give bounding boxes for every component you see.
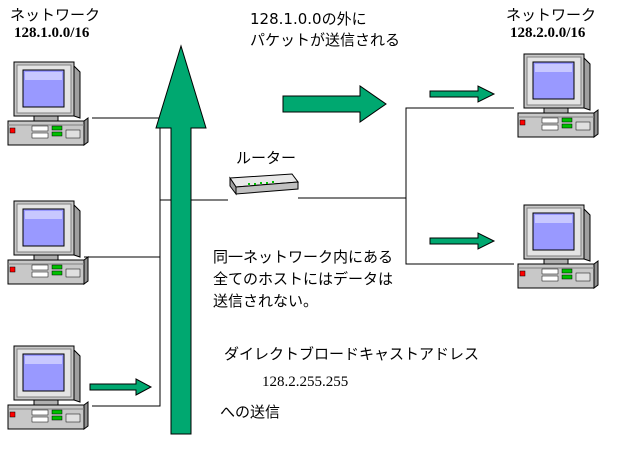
computer-icon-left-3 [7,345,89,430]
arrow-to-right-pc-1 [429,85,496,103]
broadcast-line3: への送信 [220,403,281,421]
middle-note-line3: 送信されない。 [213,292,319,310]
middle-note-line1: 同一ネットワーク内にある [213,248,394,266]
right-network-address: 128.2.0.0/16 [510,25,586,41]
router-label: ルーター [236,149,297,167]
left-network-address: 128.1.0.0/16 [14,25,90,41]
top-note-line1: 128.1.0.0の外に [250,10,367,28]
middle-note-line2: 全てのホストにはデータは [213,270,394,288]
outbound-arrow [282,85,387,123]
computer-icon-left-1 [7,61,89,146]
computer-icon-right-2 [517,204,599,289]
router-icon [229,173,299,196]
computer-icon-right-1 [517,53,599,138]
computer-icon-left-2 [7,200,89,285]
top-note-line2: パケットが送信される [250,31,401,49]
broadcast-arrow-large [155,44,207,435]
broadcast-line1: ダイレクトブロードキャストアドレス [224,345,480,363]
arrow-to-right-pc-2 [429,232,496,250]
broadcast-address: 128.2.255.255 [262,374,349,390]
left-network-label: ネットワーク [10,6,101,24]
arrow-from-left-pc-3 [89,378,153,396]
right-network-label: ネットワーク [506,6,597,24]
